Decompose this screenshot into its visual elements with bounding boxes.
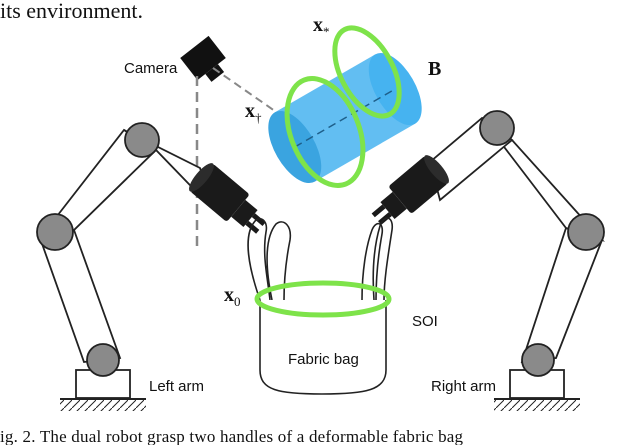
x-zero-label: x0: [224, 284, 241, 310]
left-arm-label: Left arm: [149, 378, 205, 395]
camera-icon: [180, 35, 226, 82]
cylinder-body-b: [268, 52, 422, 184]
x-star-label: x*: [313, 14, 330, 40]
fabric-bag-label: Fabric bag: [288, 351, 359, 368]
figure-caption: ig. 2. The dual robot grasp two handles …: [0, 428, 464, 445]
x-zero-sub: 0: [234, 294, 241, 309]
right-robot-arm: [371, 110, 605, 411]
x-zero-base: x: [224, 284, 234, 306]
soi-label: SOI: [412, 313, 438, 330]
x-dagger-base: x: [245, 100, 255, 122]
camera-label: Camera: [124, 60, 178, 77]
target-ring-x-dagger: [284, 76, 366, 188]
x-star-sub: *: [323, 24, 330, 39]
camera-ray-line: [212, 67, 286, 119]
soi-ring-x0: [254, 280, 392, 318]
target-ring-x-star: [332, 25, 402, 119]
x-dagger-label: x†: [245, 100, 262, 126]
right-arm-label: Right arm: [431, 378, 497, 395]
x-star-base: x: [313, 14, 323, 36]
b-label: B: [428, 58, 442, 80]
fabric-bag: [247, 217, 394, 395]
body-text-fragment: its environment.: [0, 0, 143, 23]
x-dagger-sub: †: [255, 110, 262, 125]
left-robot-arm: [36, 122, 266, 411]
